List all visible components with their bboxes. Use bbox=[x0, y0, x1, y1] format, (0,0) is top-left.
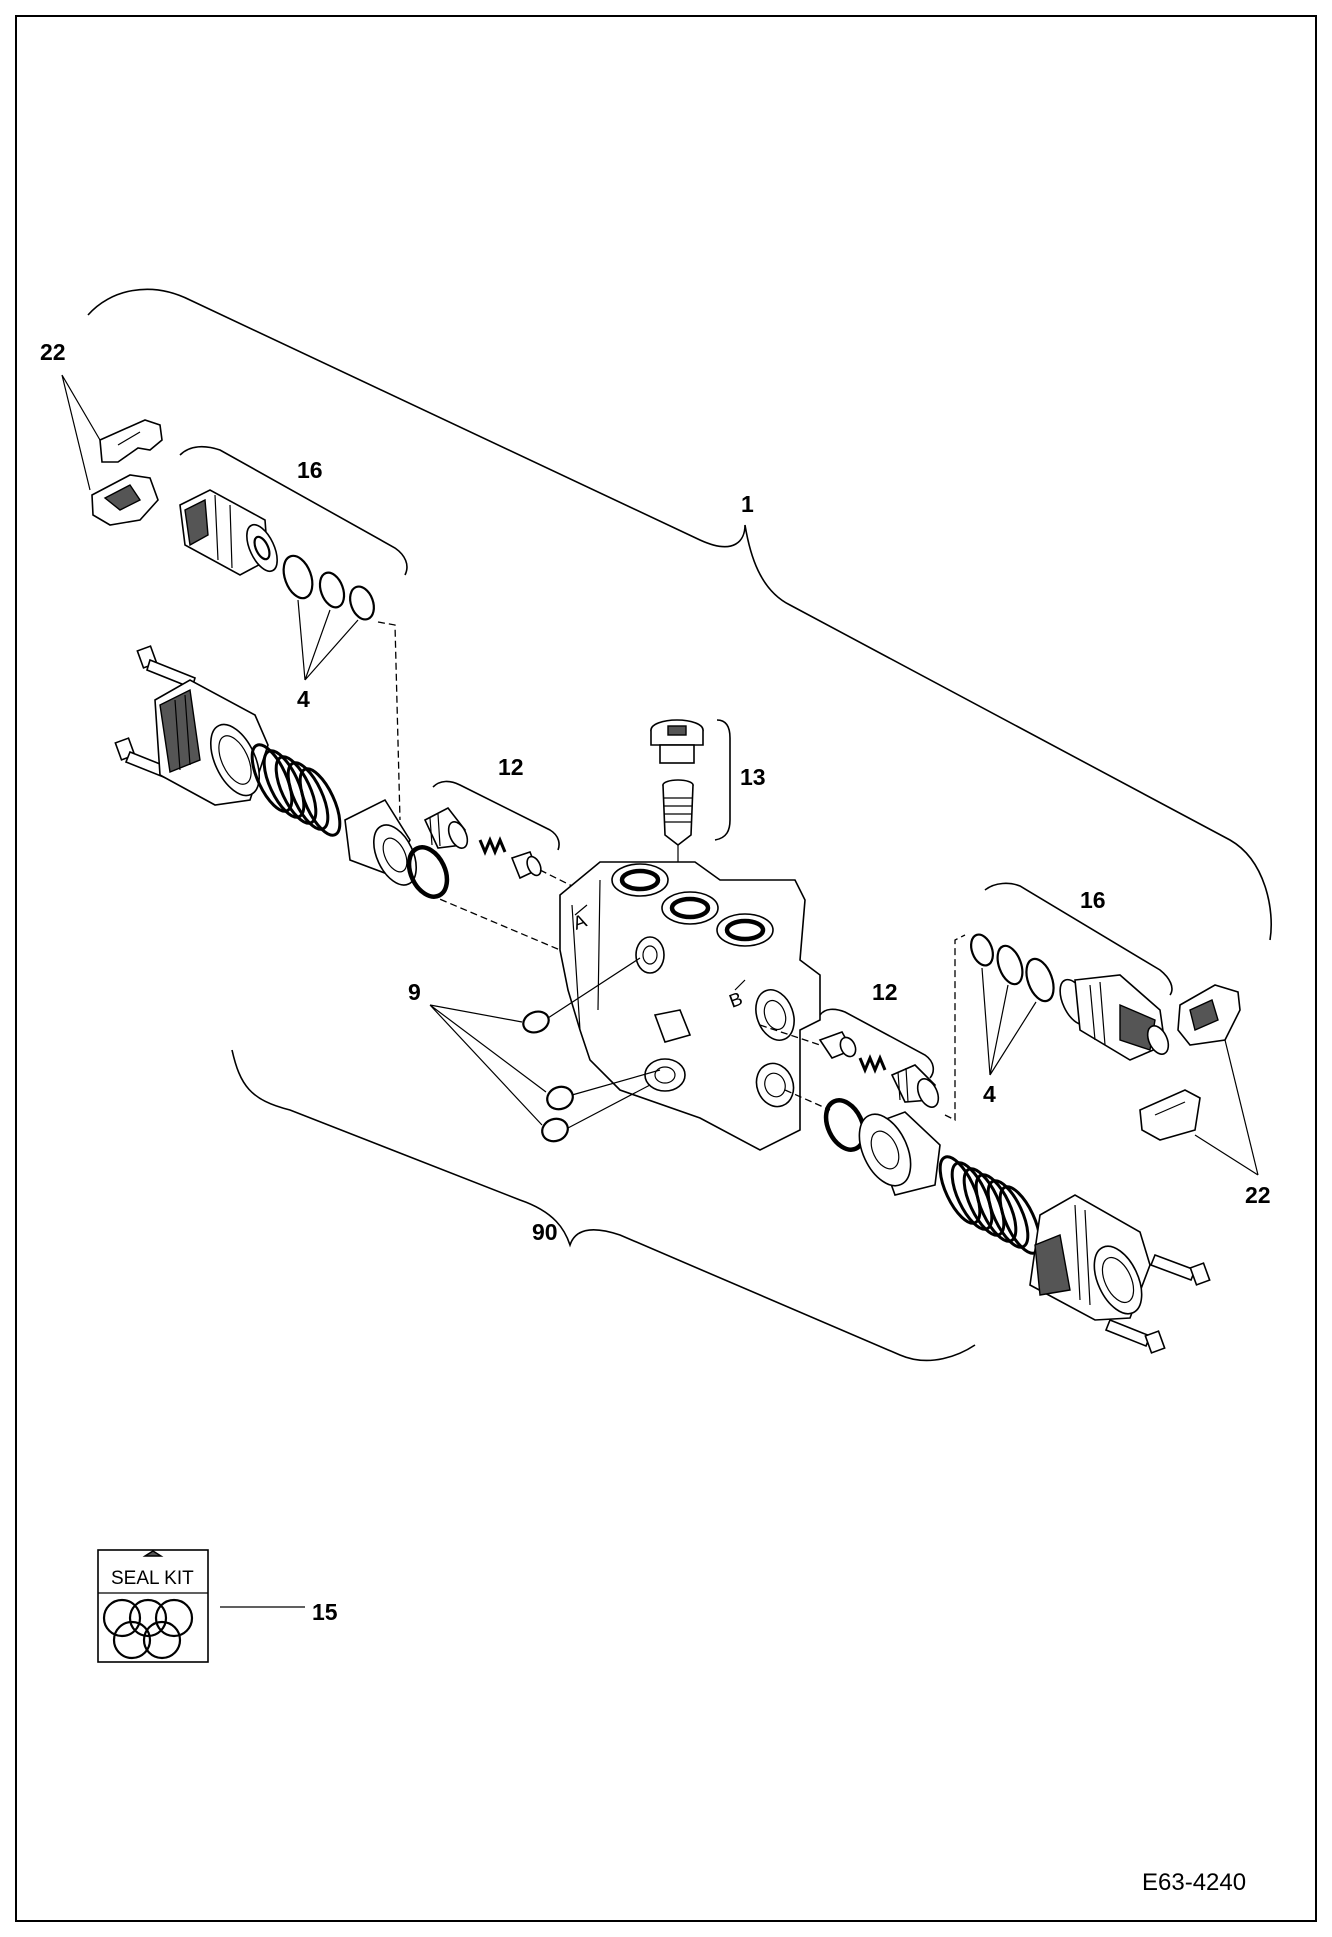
bracket-12-left bbox=[432, 780, 560, 851]
o-ring-9-2 bbox=[546, 1085, 574, 1111]
poppet-right bbox=[890, 1064, 940, 1108]
o-ring-right-3 bbox=[1025, 957, 1055, 1003]
leader-4-left bbox=[297, 599, 359, 681]
bracket-12-right bbox=[819, 1008, 935, 1079]
spring-left bbox=[250, 743, 342, 837]
o-ring-right-2 bbox=[996, 944, 1024, 986]
callout-4-right: 4 bbox=[983, 1081, 996, 1107]
relief-valve-left bbox=[179, 489, 278, 576]
o-ring-large-right bbox=[823, 1098, 867, 1152]
relief-valve-right bbox=[1059, 974, 1170, 1061]
check-poppet-left bbox=[510, 851, 542, 880]
check-poppet-right bbox=[818, 1031, 857, 1059]
bracket-90 bbox=[231, 1049, 976, 1362]
callout-12-right: 12 bbox=[872, 979, 898, 1005]
callout-4-left: 4 bbox=[297, 686, 310, 712]
callout-12-left: 12 bbox=[498, 754, 524, 780]
bolt-upper-right bbox=[1149, 1253, 1211, 1286]
o-ring-9-3 bbox=[541, 1117, 569, 1143]
leader-4-right bbox=[981, 967, 1037, 1076]
spool-right bbox=[858, 1111, 941, 1196]
o-ring-left-2 bbox=[318, 571, 346, 609]
spool-left bbox=[344, 798, 417, 886]
dash-line-valve-right bbox=[944, 934, 966, 1122]
plug-13 bbox=[650, 719, 704, 764]
drawing-number: E63-4240 bbox=[1142, 1869, 1246, 1896]
leader-22-right bbox=[1194, 1039, 1259, 1176]
dash-line-spool-left bbox=[429, 894, 561, 951]
o-ring-large-left bbox=[406, 845, 450, 899]
o-ring-9-1 bbox=[522, 1010, 550, 1034]
bracket-13 bbox=[714, 719, 731, 841]
bracket-16-right bbox=[984, 882, 1173, 996]
callout-1: 1 bbox=[741, 491, 754, 517]
seal-kit-box: SEAL KIT bbox=[97, 1549, 209, 1663]
o-ring-left-3 bbox=[349, 585, 375, 621]
dash-lines-9 bbox=[547, 957, 661, 1129]
spring-cap-left bbox=[154, 679, 269, 806]
dash-line-valve-left bbox=[377, 621, 401, 821]
callout-90: 90 bbox=[532, 1219, 558, 1245]
callout-22-right: 22 bbox=[1245, 1182, 1271, 1208]
seal-kit-label: SEAL KIT bbox=[111, 1568, 194, 1589]
spring-cap-right bbox=[1029, 1194, 1151, 1321]
callout-13: 13 bbox=[740, 764, 766, 790]
o-ring-left-1 bbox=[282, 554, 314, 600]
valve-body: A B bbox=[559, 861, 821, 1151]
callout-16-right: 16 bbox=[1080, 887, 1106, 913]
poppet-left bbox=[423, 806, 469, 849]
cap-half-upper-right bbox=[1177, 984, 1241, 1046]
callout-9: 9 bbox=[408, 979, 421, 1005]
bracket-16-left bbox=[179, 445, 408, 576]
callout-15: 15 bbox=[312, 1599, 338, 1625]
spring-right bbox=[938, 1155, 1042, 1255]
leader-22-left bbox=[61, 374, 101, 491]
cap-half-lower-right bbox=[1139, 1089, 1201, 1141]
bolt-lower-right bbox=[1104, 1318, 1166, 1354]
callout-16-left: 16 bbox=[297, 457, 323, 483]
callout-22-left: 22 bbox=[40, 339, 66, 365]
dash-line-spool-right bbox=[784, 1089, 831, 1111]
drawing-border bbox=[15, 15, 1317, 1922]
spring-small-right bbox=[858, 1054, 887, 1074]
check-valve-13 bbox=[662, 779, 694, 847]
spring-small-left bbox=[478, 836, 507, 856]
bracket-1 bbox=[87, 288, 1273, 941]
cap-half-lower-left bbox=[91, 474, 159, 526]
cap-half-upper-left bbox=[99, 419, 163, 463]
o-ring-right-1 bbox=[970, 933, 994, 967]
leader-9 bbox=[429, 1004, 547, 1126]
